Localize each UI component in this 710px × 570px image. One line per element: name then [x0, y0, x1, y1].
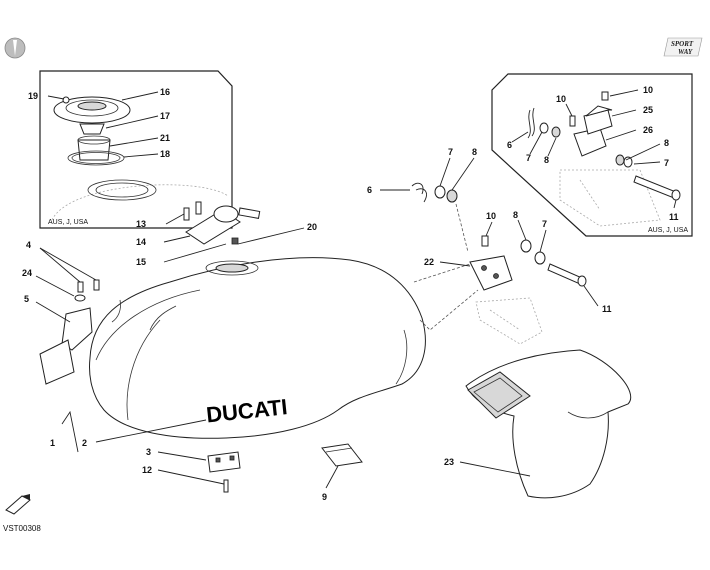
callout-24: 24 [22, 268, 32, 278]
callout-10a: 10 [486, 211, 496, 221]
callout-8d: 8 [664, 138, 669, 148]
callout-11b: 11 [669, 212, 679, 222]
callout-26: 26 [643, 125, 653, 135]
callout-10b: 10 [556, 94, 566, 104]
svg-text:WAY: WAY [678, 48, 693, 56]
callout-7c: 7 [526, 153, 531, 163]
callout-11a: 11 [602, 304, 612, 314]
callout-7a: 7 [448, 147, 453, 157]
callout-13: 13 [136, 219, 146, 229]
callout-19: 19 [28, 91, 38, 101]
callout-18: 18 [160, 149, 170, 159]
rear-mount-group: 6 7 8 [367, 147, 479, 331]
callout-1: 1 [50, 438, 55, 448]
callout-21: 21 [160, 133, 170, 143]
front-direction-icon [5, 494, 31, 515]
inset-left-note: AUS, J, USA [48, 219, 88, 226]
svg-text:SPORT: SPORT [671, 40, 694, 48]
tank-callouts: 1 2 [50, 410, 207, 453]
callout-17: 17 [160, 111, 170, 121]
left-fasteners: 4 24 5 [22, 240, 100, 385]
filler-cap-assembly: 13 14 15 20 [136, 201, 317, 267]
callout-23: 23 [444, 457, 454, 467]
inset-right: 6 7 8 10 10 25 26 8 7 11 AUS, J, USA [491, 73, 693, 237]
callout-12: 12 [142, 465, 152, 475]
callout-8c: 8 [544, 155, 549, 165]
callout-10c: 10 [643, 85, 653, 95]
callout-20: 20 [307, 222, 317, 232]
tank-cover: 23 [444, 349, 631, 499]
callout-22: 22 [424, 257, 434, 267]
section-mark-icon [4, 37, 26, 59]
drawing-code: VST00308 [3, 524, 41, 533]
inset-right-note: AUS, J, USA [648, 227, 688, 234]
inset-left: 19 16 17 21 18 AUS, J, USA [28, 70, 233, 229]
rear-bracket: 22 10 8 7 11 [424, 210, 612, 345]
callout-9: 9 [322, 492, 327, 502]
callout-25: 25 [643, 105, 653, 115]
callout-2: 2 [82, 438, 87, 448]
callout-7d: 7 [664, 158, 669, 168]
callout-8a: 8 [472, 147, 477, 157]
fuel-tank: DUCATI [89, 257, 426, 439]
callout-3: 3 [146, 447, 151, 457]
sport-way-logo: SPORT WAY [663, 37, 703, 57]
rubber-pad: 3 12 [142, 447, 241, 493]
callout-6a: 6 [367, 185, 372, 195]
callout-7b: 7 [542, 219, 547, 229]
callout-8b: 8 [513, 210, 518, 220]
callout-4: 4 [26, 240, 31, 250]
adhesive-pad: 9 [321, 443, 363, 502]
callout-15: 15 [136, 257, 146, 267]
callout-14: 14 [136, 237, 146, 247]
callout-6b: 6 [507, 140, 512, 150]
callout-16: 16 [160, 87, 170, 97]
callout-5: 5 [24, 294, 29, 304]
